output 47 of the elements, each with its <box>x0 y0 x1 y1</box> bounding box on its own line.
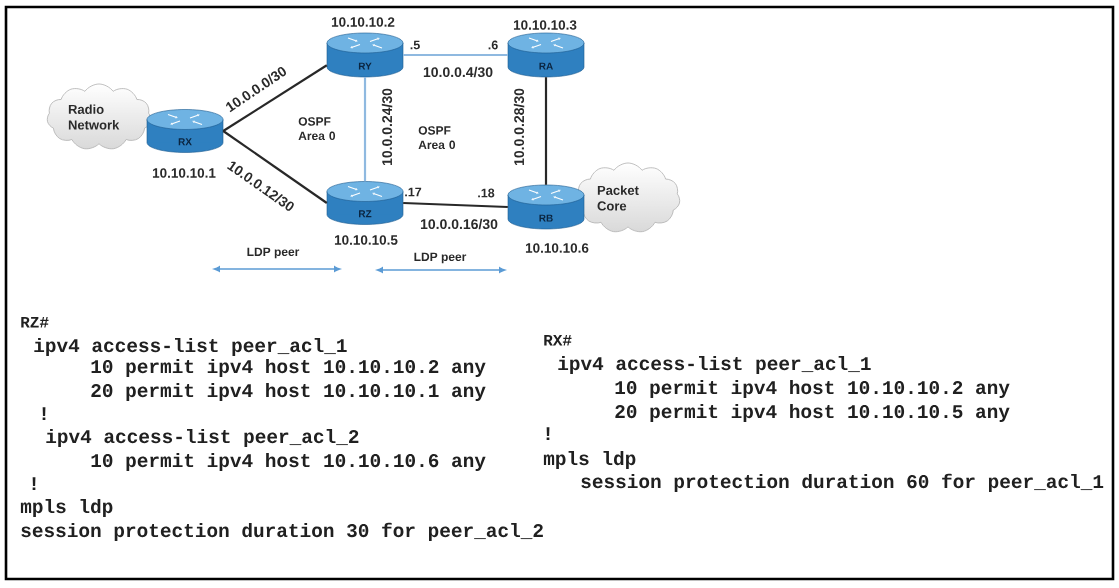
code-line: mpls ldp <box>20 498 113 517</box>
code-line: ! <box>546 427 550 440</box>
address-label: 10.10.10.6 <box>525 243 589 253</box>
code-line: 10 permit ipv4 host 10.10.10.6 any <box>91 452 486 471</box>
code-line: ipv4 access-list peer_acl_2 <box>46 428 359 447</box>
link-line <box>222 130 328 204</box>
subnet-label: 10.0.0.28/30 <box>512 87 526 167</box>
subnet-label: 10.0.0.4/30 <box>422 65 495 79</box>
interface-label: .6 <box>488 40 498 50</box>
cloud: Packet Core <box>575 162 681 233</box>
router: RX <box>146 109 224 153</box>
link-line <box>403 201 508 209</box>
code-line: session protection duration 30 for peer_acl_2 <box>21 522 543 541</box>
prompt-label: RZ# <box>21 316 49 328</box>
subnet-label: 10.0.0.16/30 <box>419 217 499 231</box>
router: RB <box>507 184 585 230</box>
interface-label: .17 <box>405 187 422 197</box>
code-line: ! <box>42 407 46 420</box>
code-line: ipv4 access-list peer_acl_1 <box>34 337 347 357</box>
subnet-label: 10.0.0.24/30 <box>380 87 394 167</box>
code-line: ipv4 access-list peer_acl_1 <box>558 355 871 375</box>
code-line: 20 permit ipv4 host 10.10.10.5 any <box>615 403 1010 423</box>
address-label: 10.10.10.5 <box>334 235 398 245</box>
code-line: mpls ldp <box>543 450 636 469</box>
code-line: ! <box>32 477 36 490</box>
interface-label: .5 <box>410 40 420 50</box>
address-label: 10.10.10.3 <box>513 20 577 30</box>
code-line: session protection duration 60 for peer_acl_1 <box>581 473 1104 492</box>
prompt-label: RX# <box>544 334 572 346</box>
area-label: OSPF Area 0 <box>298 117 336 141</box>
link-line <box>222 64 328 132</box>
cloud: Radio Network <box>46 83 152 150</box>
router: RZ <box>326 181 404 225</box>
link-line <box>544 77 548 185</box>
link-line <box>363 77 367 182</box>
area-label: OSPF Area 0 <box>418 126 456 150</box>
code-line: 10 permit ipv4 host 10.10.10.2 any <box>91 358 486 378</box>
address-label: 10.10.10.2 <box>331 17 395 27</box>
interface-label: .18 <box>478 188 495 198</box>
code-line: 20 permit ipv4 host 10.10.10.1 any <box>91 382 486 402</box>
router: RA <box>507 32 585 78</box>
code-line: 10 permit ipv4 host 10.10.10.2 any <box>615 379 1010 399</box>
link-line <box>403 53 508 57</box>
peer-label: LDP peer <box>414 252 467 264</box>
address-label: 10.10.10.1 <box>152 168 216 178</box>
peer-label: LDP peer <box>247 247 300 259</box>
router: RY <box>326 32 404 78</box>
